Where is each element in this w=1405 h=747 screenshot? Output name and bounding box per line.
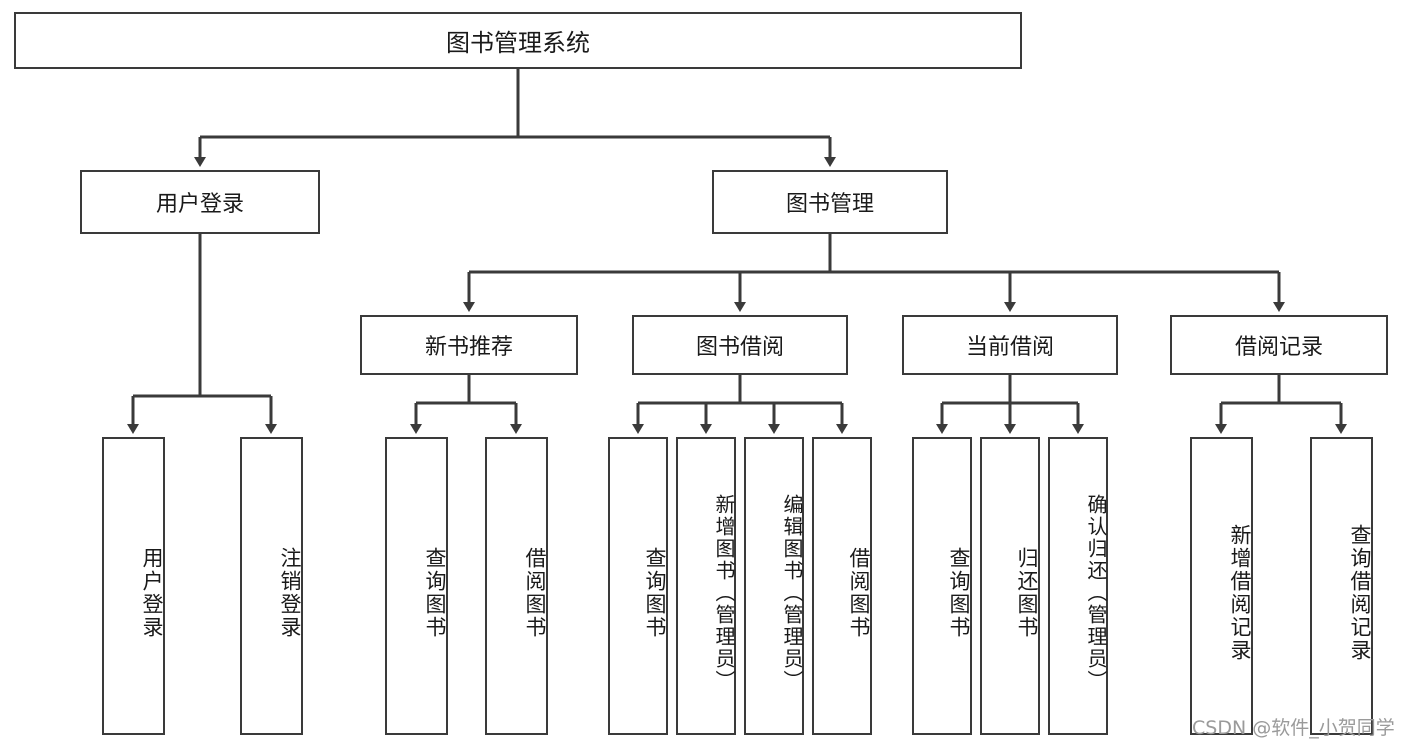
node-borrow-record[interactable]: 借阅记录 [1170,315,1388,375]
node-leaf-borrow-book-recommend[interactable]: 借阅图书 [485,437,548,735]
node-new-book-recommend[interactable]: 新书推荐 [360,315,578,375]
node-leaf-query-book-recommend[interactable]: 查询图书 [385,437,448,735]
node-leaf-query-book-borrow[interactable]: 查询图书 [608,437,668,735]
node-leaf-borrow-book[interactable]: 借阅图书 [812,437,872,735]
csdn-watermark: CSDN @软件_小贺同学 [1192,717,1395,739]
node-leaf-add-book-admin[interactable]: 新增图书（管理员） [676,437,736,735]
node-book-manage[interactable]: 图书管理 [712,170,948,234]
node-leaf-query-borrow-record[interactable]: 查询借阅记录 [1310,437,1373,735]
node-leaf-user-logout[interactable]: 注销登录 [240,437,303,735]
node-leaf-add-borrow-record[interactable]: 新增借阅记录 [1190,437,1253,735]
node-user-login[interactable]: 用户登录 [80,170,320,234]
node-leaf-edit-book-admin[interactable]: 编辑图书（管理员） [744,437,804,735]
node-leaf-confirm-return-admin[interactable]: 确认归还（管理员） [1048,437,1108,735]
node-leaf-user-login[interactable]: 用户登录 [102,437,165,735]
node-leaf-query-book-current[interactable]: 查询图书 [912,437,972,735]
node-book-borrow[interactable]: 图书借阅 [632,315,848,375]
node-root-system[interactable]: 图书管理系统 [14,12,1022,69]
node-current-borrow[interactable]: 当前借阅 [902,315,1118,375]
node-leaf-return-book[interactable]: 归还图书 [980,437,1040,735]
